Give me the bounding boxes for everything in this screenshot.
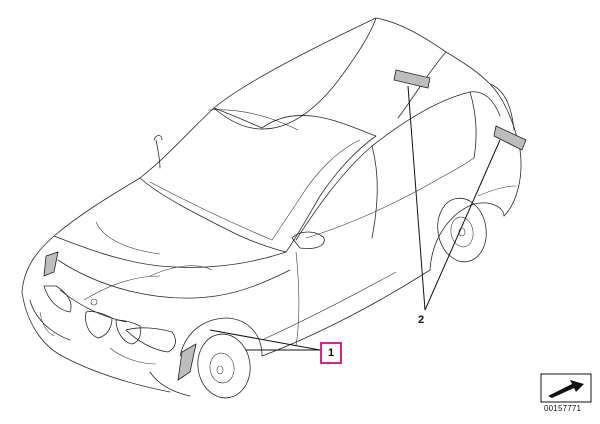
decal-rear [493, 125, 527, 151]
callout-1[interactable]: 1 [320, 342, 342, 364]
decal-front-left [43, 251, 59, 277]
decal-roof [393, 69, 431, 89]
part-number: 00157771 [544, 404, 582, 413]
callout-1-label: 1 [327, 346, 335, 359]
decal-front-right [177, 343, 197, 381]
arrow-box-icon [540, 373, 592, 403]
leader-lines [209, 85, 501, 351]
callout-2[interactable]: 2 [418, 315, 424, 326]
car-body [21, 17, 522, 399]
decal-parts [43, 69, 527, 381]
callout-2-label: 2 [418, 314, 425, 326]
